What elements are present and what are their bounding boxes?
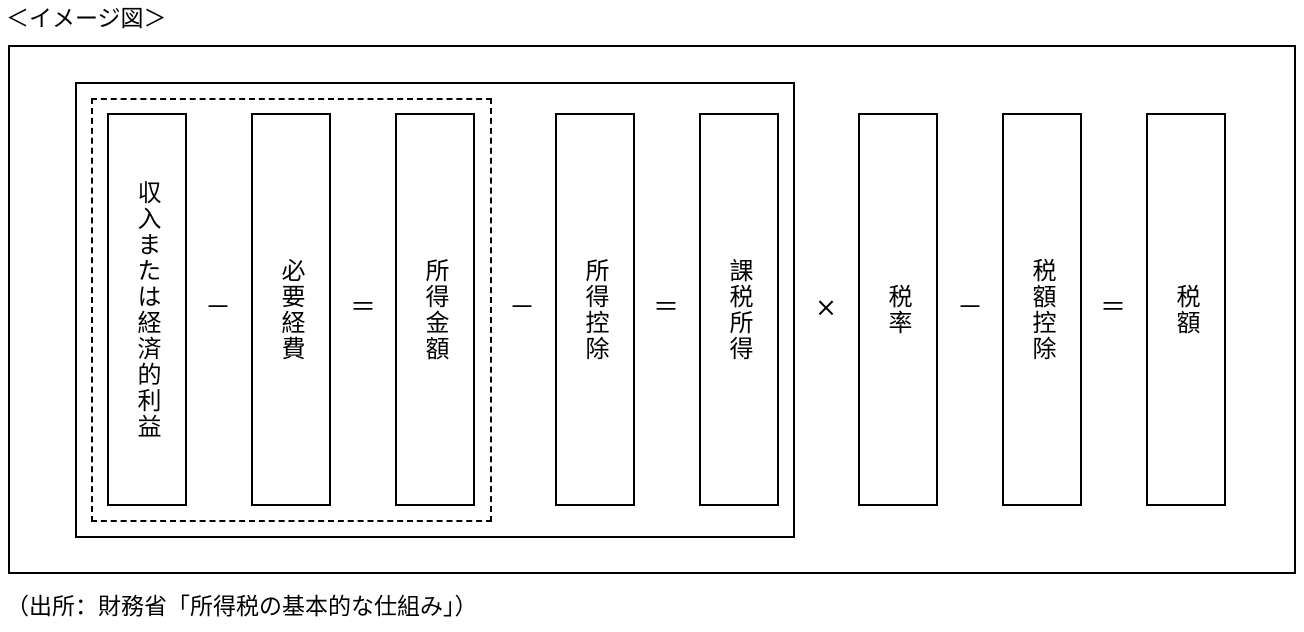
taxable-income-group-frame xyxy=(75,82,795,538)
term-box-revenue: 収入または経済的利益 xyxy=(107,113,187,506)
term-box-tax-credits: 税額控除 xyxy=(1002,113,1082,506)
operator-multiply: × xyxy=(815,293,837,323)
operator-minus: － xyxy=(956,293,983,323)
term-box-income-deductions: 所得控除 xyxy=(555,113,635,506)
term-label-tax-amount: 税額 xyxy=(1172,283,1200,336)
term-box-necessary-expenses: 必要経費 xyxy=(251,113,331,506)
outer-frame xyxy=(8,45,1296,574)
term-label-tax-credits: 税額控除 xyxy=(1028,257,1056,362)
term-label-income-amount: 所得金額 xyxy=(421,257,449,362)
operator-minus: － xyxy=(204,293,231,323)
operator-equals: ＝ xyxy=(349,293,376,323)
term-label-revenue: 収入または経済的利益 xyxy=(133,179,161,440)
term-label-necessary-expenses: 必要経費 xyxy=(277,257,305,362)
diagram-heading: ＜イメージ図＞ xyxy=(6,6,167,32)
term-box-income-amount: 所得金額 xyxy=(395,113,475,506)
term-label-income-deductions: 所得控除 xyxy=(581,257,609,362)
term-box-taxable-income: 課税所得 xyxy=(699,113,779,506)
term-box-tax-rate: 税率 xyxy=(858,113,938,506)
operator-minus: － xyxy=(508,293,535,323)
term-label-taxable-income: 課税所得 xyxy=(725,257,753,362)
term-label-tax-rate: 税率 xyxy=(884,283,912,336)
income-amount-group-frame xyxy=(91,98,492,522)
term-box-tax-amount: 税額 xyxy=(1146,113,1226,506)
source-note: （出所：財務省「所得税の基本的な仕組み」） xyxy=(6,594,478,620)
operator-equals: ＝ xyxy=(652,293,679,323)
operator-equals: ＝ xyxy=(1099,293,1126,323)
